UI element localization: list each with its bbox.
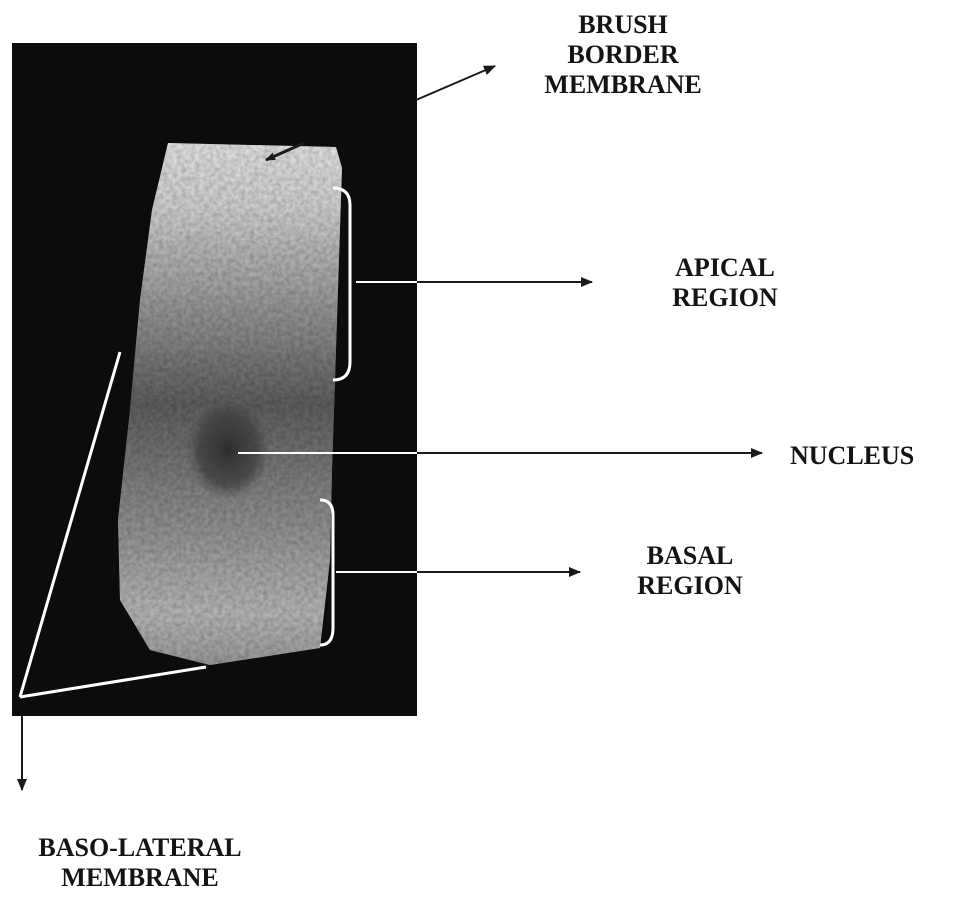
apical-label-line-1: APICAL [640, 253, 810, 283]
brush-border-label-line-2: BORDER [528, 40, 718, 70]
nucleus-label-text: NUCLEUS [790, 441, 960, 471]
baso-lateral-membrane-label: BASO-LATERAL MEMBRANE [0, 833, 280, 893]
brush-border-arrow [416, 66, 495, 100]
baso-lateral-label-line-1: BASO-LATERAL [0, 833, 280, 863]
brush-border-label-line-3: MEMBRANE [528, 70, 718, 100]
apical-label-line-2: REGION [640, 283, 810, 313]
basal-label-line-1: BASAL [610, 541, 770, 571]
apical-region-label: APICAL REGION [640, 253, 810, 313]
brush-border-label-line-1: BRUSH [528, 10, 718, 40]
brush-border-membrane-label: BRUSH BORDER MEMBRANE [528, 10, 718, 100]
baso-lateral-label-line-2: MEMBRANE [0, 863, 280, 893]
nucleus-label: NUCLEUS [790, 441, 960, 471]
basal-region-label: BASAL REGION [610, 541, 770, 601]
basal-label-line-2: REGION [610, 571, 770, 601]
nucleus-region [186, 400, 270, 500]
